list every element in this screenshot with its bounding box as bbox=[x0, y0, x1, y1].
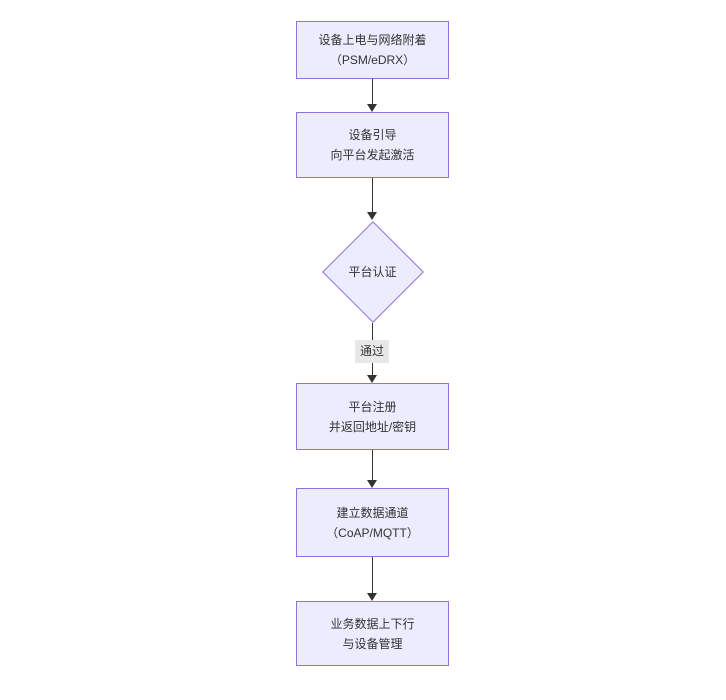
node-label-line: 向平台发起激活 bbox=[330, 148, 415, 162]
flow-arrow-2-head-icon bbox=[367, 212, 377, 220]
node-label-line: 与设备管理 bbox=[342, 636, 403, 651]
flow-node-power-attach: 设备上电与网络附着 （PSM/eDRX） bbox=[296, 21, 449, 79]
node-label-line: 平台认证 bbox=[348, 264, 397, 279]
flow-node-business-data: 业务数据上下行 与设备管理 bbox=[296, 601, 449, 666]
flow-arrow-4-line bbox=[372, 450, 373, 481]
node-label-line: 并返回地址/密钥 bbox=[328, 419, 417, 434]
flow-arrow-1-head-icon bbox=[367, 104, 377, 112]
node-label-line: （CoAP/MQTT） bbox=[326, 525, 419, 540]
flow-node-auth-decision: 平台认证 bbox=[321, 220, 424, 323]
node-label-line: （PSM/eDRX） bbox=[329, 53, 416, 67]
flow-arrow-5-head-icon bbox=[367, 593, 377, 601]
node-label-line: 建立数据通道 bbox=[336, 505, 409, 520]
flow-arrow-3-head-icon bbox=[367, 375, 377, 383]
flow-node-register: 平台注册 并返回地址/密钥 bbox=[296, 383, 449, 450]
flow-arrow-2-line bbox=[372, 178, 373, 213]
node-label-line: 平台注册 bbox=[348, 399, 397, 414]
flow-arrow-1-line bbox=[372, 79, 373, 105]
node-label-line: 设备引导 bbox=[348, 128, 397, 142]
flow-arrow-4-head-icon bbox=[367, 480, 377, 488]
flow-arrow-5-line bbox=[372, 557, 373, 594]
node-label-line: 业务数据上下行 bbox=[330, 616, 415, 631]
flow-node-bootstrap: 设备引导 向平台发起激活 bbox=[296, 112, 449, 178]
node-label-line: 设备上电与网络附着 bbox=[318, 33, 427, 47]
edge-label-pass: 通过 bbox=[354, 340, 390, 363]
flow-node-data-channel: 建立数据通道 （CoAP/MQTT） bbox=[296, 488, 449, 557]
